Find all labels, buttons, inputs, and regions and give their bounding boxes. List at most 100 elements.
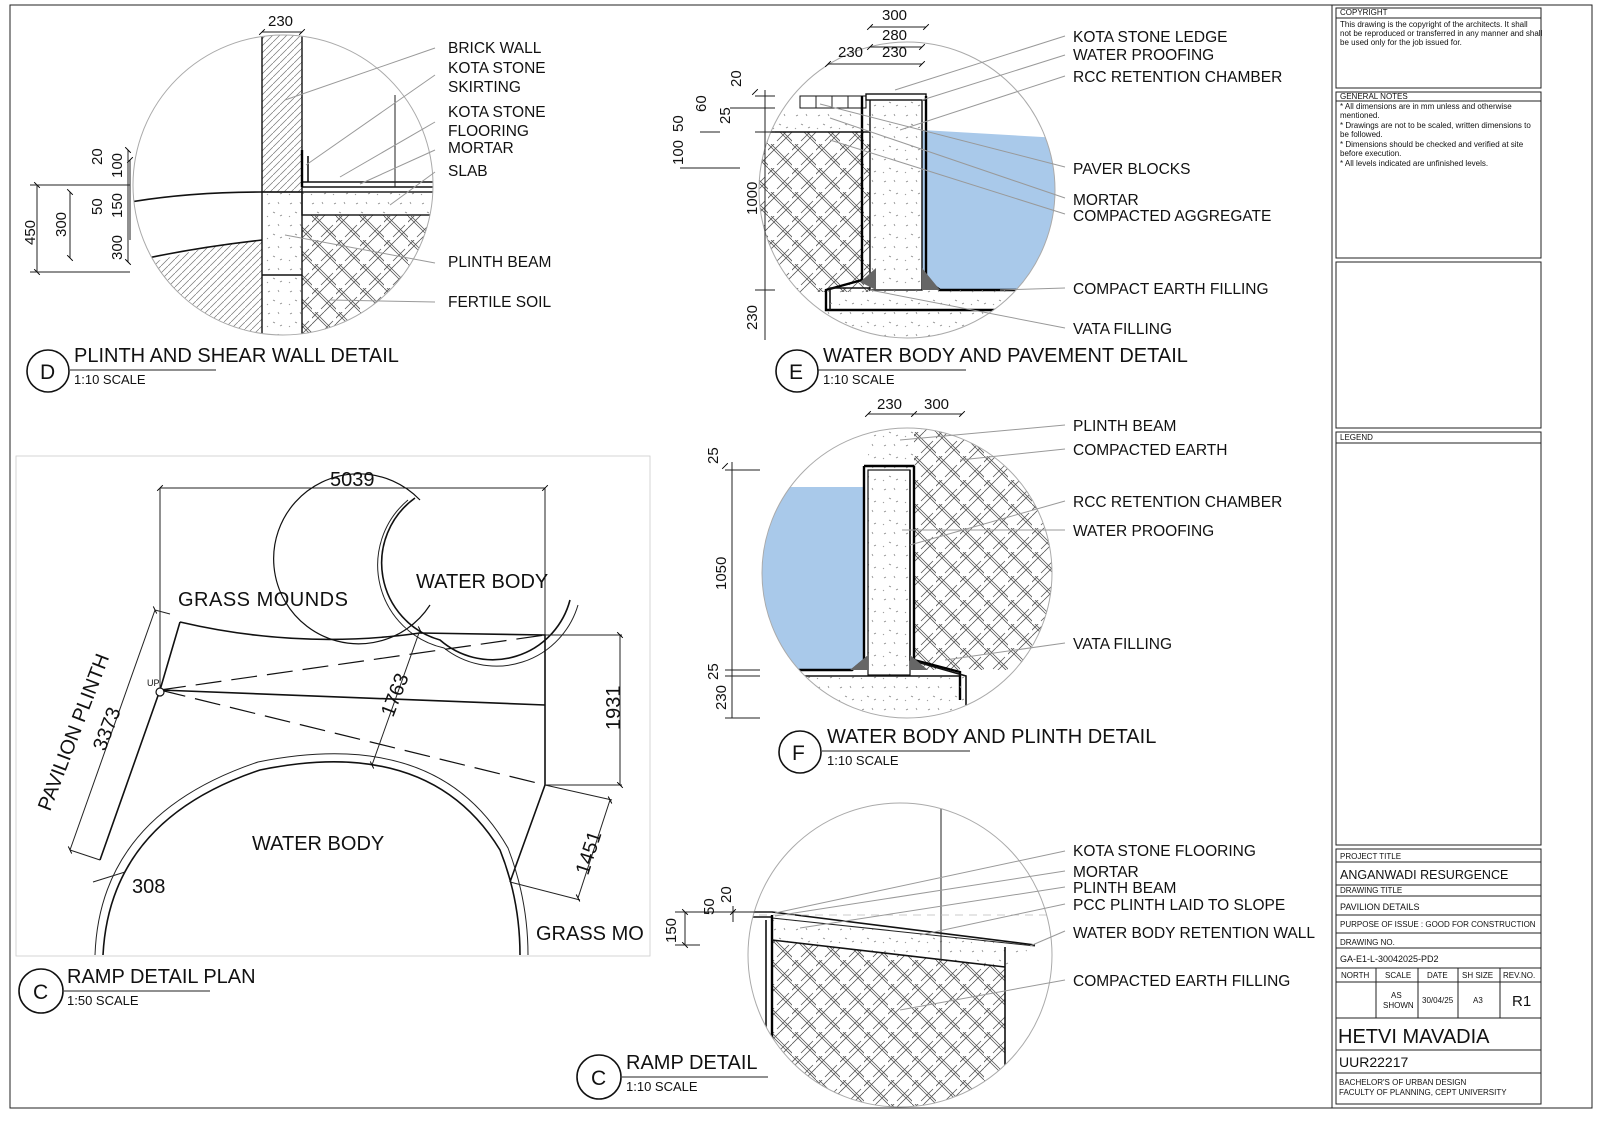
r-dim-50: 50 — [701, 898, 718, 915]
sheet-border — [9, 4, 1593, 1109]
tb-col-size: SH SIZE — [1462, 971, 1493, 980]
e-dim-25: 25 — [717, 107, 734, 124]
d-dim-450: 450 — [22, 220, 39, 245]
r-scale: 1:10 SCALE — [626, 1079, 698, 1094]
r-label-mortar: MORTAR — [1073, 864, 1139, 881]
d-dim-100: 100 — [109, 153, 126, 178]
d-label-kota-flooring-1: KOTA STONE — [448, 104, 546, 121]
plan-dim-308: 308 — [132, 876, 165, 898]
d-label-kota-skirting-2: SKIRTING — [448, 79, 521, 96]
title-block: COPYRIGHT This drawing is the copyright … — [1335, 7, 1543, 1105]
plan-up: UP — [147, 678, 160, 688]
tb-note-4: * Dimensions should be checked and verif… — [1340, 140, 1524, 149]
tb-purpose: PURPOSE OF ISSUE : GOOD FOR CONSTRUCTION — [1340, 920, 1536, 929]
f-label-plinth-beam: PLINTH BEAM — [1073, 418, 1176, 435]
tb-program-1: BACHELOR'S OF URBAN DESIGN — [1339, 1078, 1467, 1087]
e-label-rcc-chamber: RCC RETENTION CHAMBER — [1073, 69, 1282, 86]
tb-note-0: * All dimensions are in mm unless and ot… — [1340, 102, 1512, 111]
tb-val-scale-1: AS — [1391, 991, 1402, 1000]
plan-dim-1763: 1763 — [377, 670, 413, 719]
tb-copyright-line-0: This drawing is the copyright of the arc… — [1340, 20, 1528, 29]
e-label-kota-ledge: KOTA STONE LEDGE — [1073, 29, 1227, 46]
d-label-kota-flooring-2: FLOORING — [448, 123, 529, 140]
tb-col-north: NORTH — [1341, 971, 1370, 980]
e-dim-230b: 230 — [882, 44, 907, 61]
e-dim-20: 20 — [728, 70, 745, 87]
e-dim-230c: 230 — [744, 305, 761, 330]
tb-val-scale-2: SHOWN — [1383, 1001, 1414, 1010]
plan-dim-1451: 1451 — [572, 828, 607, 877]
plan-scale: 1:50 SCALE — [67, 993, 139, 1008]
tb-copyright-head: COPYRIGHT — [1340, 8, 1388, 17]
e-title: WATER BODY AND PAVEMENT DETAIL — [823, 345, 1188, 367]
tb-drawing-no-label: DRAWING NO. — [1340, 938, 1395, 947]
d-label-plinth-beam: PLINTH BEAM — [448, 254, 551, 271]
tb-col-date: DATE — [1427, 971, 1448, 980]
tb-project-title: ANGANWADI RESURGENCE — [1340, 868, 1508, 882]
tb-val-rev: R1 — [1512, 993, 1531, 1010]
r-title: RAMP DETAIL — [626, 1052, 758, 1074]
d-dim-300a: 300 — [53, 212, 70, 237]
tb-copyright-line-2: be used only for the job issued for. — [1340, 38, 1462, 47]
e-dim-100: 100 — [670, 140, 687, 165]
d-dim-150: 150 — [109, 193, 126, 218]
ramp-detail: KOTA STONE FLOORING MORTAR PLINTH BEAM P… — [576, 802, 1315, 1108]
plan-label-water-body-top: WATER BODY — [416, 571, 548, 593]
tb-val-size: A3 — [1473, 996, 1483, 1005]
e-dim-50: 50 — [670, 115, 687, 132]
tb-note-5: before execution. — [1340, 149, 1401, 158]
d-dim-50: 50 — [89, 198, 106, 215]
e-dim-230a: 230 — [838, 44, 863, 61]
tb-author-id: UUR22217 — [1339, 1054, 1408, 1070]
e-label-vata-filling: VATA FILLING — [1073, 321, 1172, 338]
d-dim-300b: 300 — [109, 235, 126, 260]
d-dim-top: 230 — [268, 13, 293, 30]
tb-project-title-label: PROJECT TITLE — [1340, 852, 1401, 861]
f-label-vata-filling: VATA FILLING — [1073, 636, 1172, 653]
d-label-kota-skirting-1: KOTA STONE — [448, 60, 546, 77]
tb-author: HETVI MAVADIA — [1338, 1026, 1490, 1048]
tb-note-1: mentioned. — [1340, 111, 1380, 120]
tb-program-2: FACULTY OF PLANNING, CEPT UNIVERSITY — [1339, 1088, 1507, 1097]
r-marker: C — [591, 1067, 606, 1090]
e-marker: E — [789, 361, 803, 384]
e-label-compacted-aggregate: COMPACTED AGGREGATE — [1073, 208, 1271, 225]
e-label-mortar: MORTAR — [1073, 192, 1139, 209]
f-dim-300: 300 — [924, 396, 949, 413]
e-label-paver-blocks: PAVER BLOCKS — [1073, 161, 1190, 178]
d-label-mortar: MORTAR — [448, 140, 514, 157]
tb-val-date: 30/04/25 — [1422, 996, 1454, 1005]
f-title: WATER BODY AND PLINTH DETAIL — [827, 726, 1156, 748]
tb-col-scale: SCALE — [1385, 971, 1411, 980]
tb-copyright-line-1: not be reproduced or transferred in any … — [1340, 29, 1543, 38]
d-label-slab: SLAB — [448, 163, 488, 180]
r-label-plinth-beam: PLINTH BEAM — [1073, 880, 1176, 897]
e-dim-1000: 1000 — [744, 182, 761, 215]
f-label-compacted-earth: COMPACTED EARTH — [1073, 442, 1227, 459]
plan-title: RAMP DETAIL PLAN — [67, 966, 256, 988]
d-label-brick-wall: BRICK WALL — [448, 40, 542, 57]
f-label-rcc-chamber: RCC RETENTION CHAMBER — [1073, 494, 1282, 511]
e-dim-60: 60 — [693, 95, 710, 112]
r-label-compacted-earth: COMPACTED EARTH FILLING — [1073, 973, 1290, 990]
detail-e: KOTA STONE LEDGE WATER PROOFING RCC RETE… — [670, 7, 1282, 393]
plan-label-water-body-bottom: WATER BODY — [252, 833, 384, 855]
tb-col-rev: REV.NO. — [1503, 971, 1535, 980]
f-dim-25a: 25 — [705, 447, 722, 464]
f-dim-230: 230 — [877, 396, 902, 413]
tb-legend-head: LEGEND — [1340, 433, 1373, 442]
f-dim-230b: 230 — [713, 685, 730, 710]
d-label-fertile-soil: FERTILE SOIL — [448, 294, 551, 311]
tb-drawing-title-label: DRAWING TITLE — [1340, 886, 1402, 895]
f-label-water-proofing: WATER PROOFING — [1073, 523, 1214, 540]
r-label-pcc-plinth: PCC PLINTH LAID TO SLOPE — [1073, 897, 1285, 914]
plan-dim-5039: 5039 — [330, 469, 375, 491]
tb-note-6: * All levels indicated are unfinished le… — [1340, 159, 1488, 168]
f-marker: F — [792, 742, 805, 765]
tb-drawing-no: GA-E1-L-30042025-PD2 — [1340, 954, 1439, 964]
f-dim-1050: 1050 — [713, 557, 730, 590]
tb-note-3: be followed. — [1340, 130, 1383, 139]
detail-d: BRICK WALL KOTA STONE SKIRTING KOTA STON… — [22, 13, 551, 393]
d-dim-20: 20 — [89, 148, 106, 165]
